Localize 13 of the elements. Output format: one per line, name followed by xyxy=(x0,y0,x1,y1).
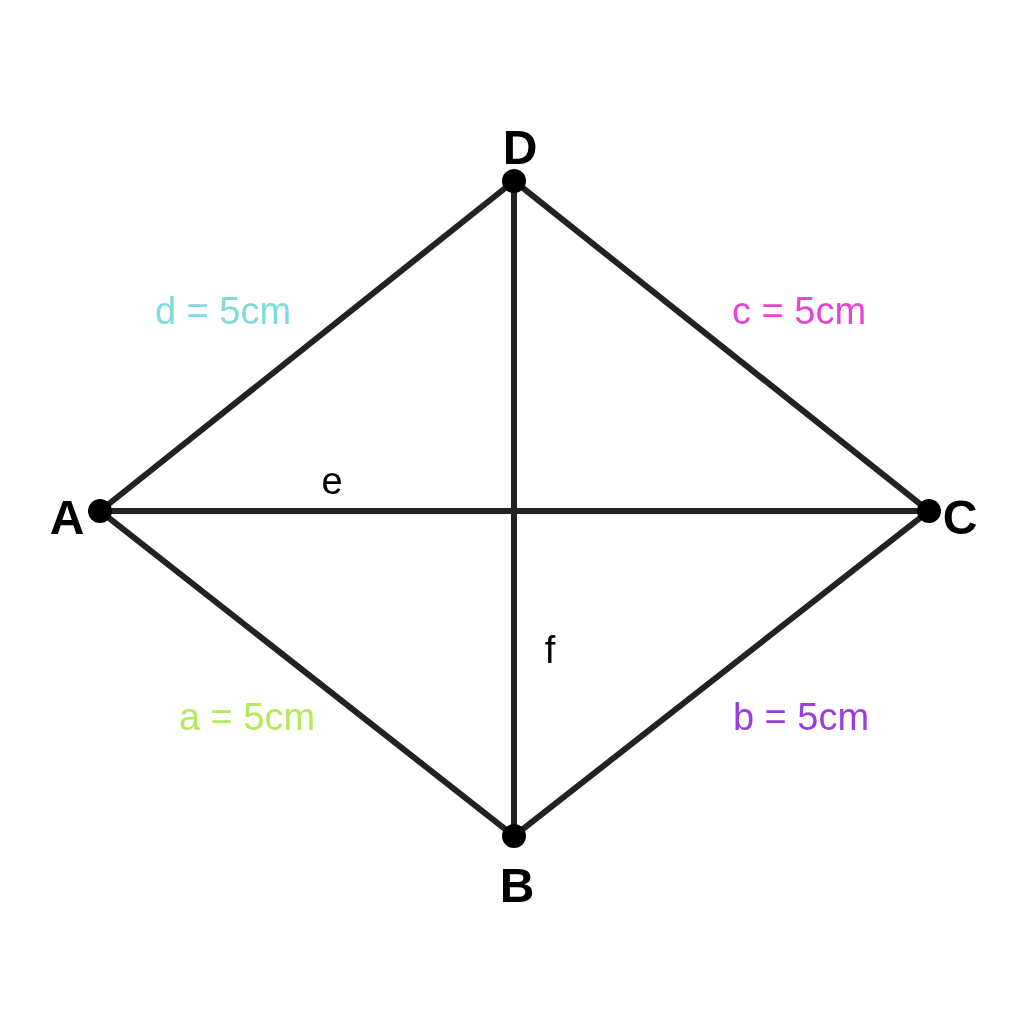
line-segment xyxy=(106,515,508,832)
vertex-label: D xyxy=(502,124,538,172)
line-segment xyxy=(520,185,923,507)
line-segment xyxy=(520,515,923,832)
line-segment xyxy=(511,190,517,827)
vertex-dot xyxy=(88,499,112,523)
vertex-dot xyxy=(502,169,526,193)
vertex-dot xyxy=(502,824,526,848)
vertex-label: B xyxy=(499,862,535,910)
line-segment xyxy=(106,185,508,507)
vertex-dot xyxy=(917,499,941,523)
vertex-label: A xyxy=(49,494,85,542)
vertex-label: C xyxy=(942,494,978,542)
